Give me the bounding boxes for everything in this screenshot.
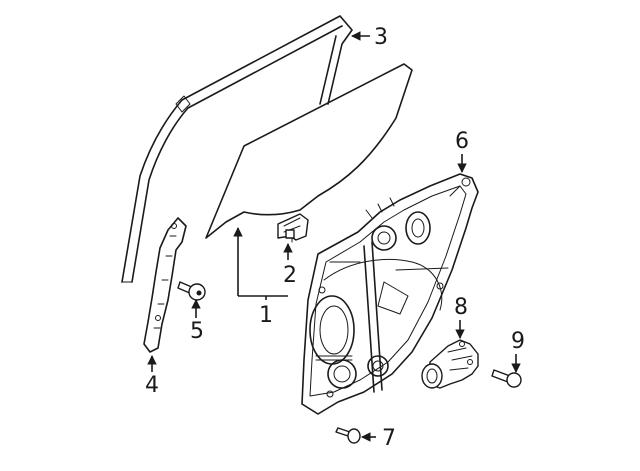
callouts: 1 2 3 4 5 6 7 8 9 (145, 25, 525, 451)
callout-8: 8 (454, 295, 468, 320)
callout-7: 7 (382, 426, 396, 451)
glass-run-channel (121, 15, 353, 283)
rear-lower-channel (143, 217, 187, 353)
callout-9: 9 (511, 329, 525, 354)
motor-bolt (491, 369, 522, 388)
module-bolt (335, 427, 361, 444)
callout-5: 5 (190, 319, 204, 344)
callout-3: 3 (374, 25, 388, 50)
window-motor (421, 339, 479, 389)
callout-4: 4 (145, 373, 159, 398)
channel-bolt (177, 281, 206, 301)
callout-1: 1 (259, 303, 273, 328)
regulator-module-panel (301, 173, 479, 415)
callout-6: 6 (455, 129, 469, 154)
glass-clip (277, 213, 309, 243)
door-glass (205, 63, 413, 239)
leader-lines (147, 31, 521, 442)
callout-2: 2 (283, 263, 297, 288)
